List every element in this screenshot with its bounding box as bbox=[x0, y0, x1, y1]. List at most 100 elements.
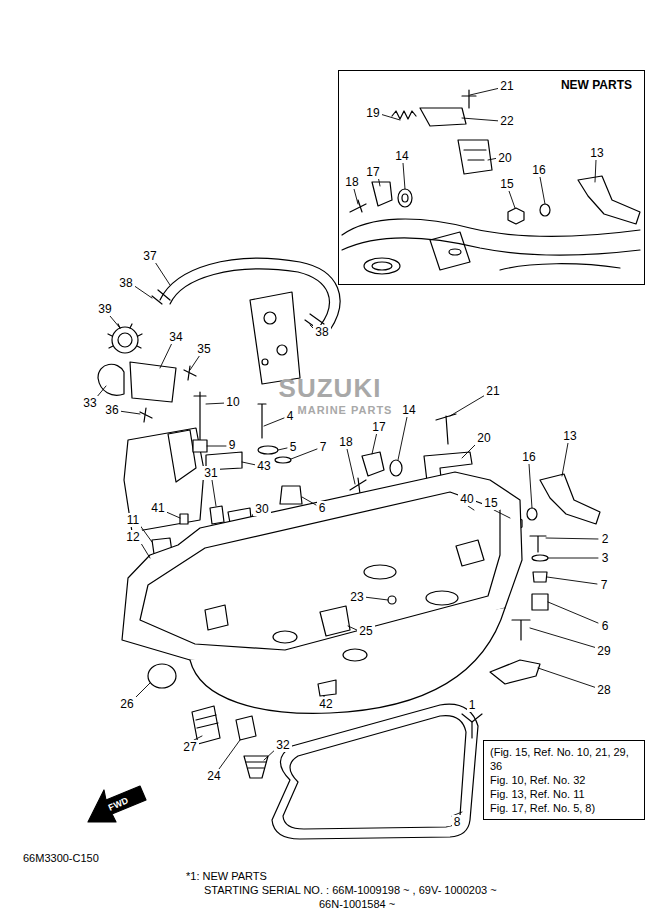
inset-parts bbox=[402, 194, 408, 202]
small-parts bbox=[527, 508, 537, 520]
callout-number: 40 bbox=[458, 492, 475, 506]
callout-number: 17 bbox=[364, 165, 381, 179]
bottom-cowling bbox=[205, 605, 228, 630]
leader-lines bbox=[96, 262, 598, 816]
callout-number: 23 bbox=[348, 590, 365, 604]
bottom-cowling bbox=[140, 492, 500, 650]
inset-tray bbox=[449, 249, 461, 255]
callout-number: 33 bbox=[81, 396, 98, 410]
inset-parts bbox=[398, 189, 412, 207]
inset-tray bbox=[342, 219, 640, 237]
bottom-cowling bbox=[426, 591, 458, 605]
small-parts bbox=[258, 404, 266, 438]
lever-block bbox=[168, 430, 196, 482]
fwd-arrow bbox=[88, 786, 146, 822]
small-parts bbox=[236, 716, 256, 740]
bottom-cowling bbox=[456, 540, 484, 566]
caption-note: *1: NEW PARTS bbox=[185, 869, 268, 883]
inset-parts bbox=[508, 208, 524, 224]
callout-number: 9 bbox=[227, 438, 238, 452]
caption-note: 66M3300-C150 bbox=[22, 851, 100, 865]
callout-number: 43 bbox=[255, 459, 272, 473]
small-parts bbox=[196, 715, 218, 728]
watermark: SUZUKI bbox=[279, 374, 382, 402]
callout-number: 17 bbox=[370, 420, 387, 434]
bottom-cowling bbox=[343, 649, 367, 661]
inset-parts bbox=[420, 108, 466, 126]
bottom-cowling bbox=[318, 680, 336, 696]
bottom-cowling bbox=[388, 596, 396, 604]
hose bbox=[170, 269, 329, 326]
inset-parts bbox=[578, 176, 640, 224]
callout-number: 16 bbox=[520, 450, 537, 464]
gasket bbox=[272, 704, 478, 839]
lever-block bbox=[194, 392, 206, 440]
callout-number: 14 bbox=[400, 403, 417, 417]
inset-tray bbox=[372, 262, 392, 270]
callout-number: 35 bbox=[195, 342, 212, 356]
callout-bracket bbox=[462, 714, 482, 738]
bracket bbox=[250, 292, 300, 384]
callout-number: 2 bbox=[600, 532, 611, 546]
callout-number: 12 bbox=[124, 530, 141, 544]
inset-panel: NEW PARTS bbox=[338, 70, 645, 285]
reference-box: (Fig. 15, Ref. No. 10, 21, 29, 36Fig. 10… bbox=[483, 740, 645, 820]
gasket bbox=[272, 704, 478, 839]
inset-parts bbox=[458, 140, 492, 174]
small-parts bbox=[532, 594, 548, 610]
callout-number: 22 bbox=[498, 114, 515, 128]
callout-number: 34 bbox=[167, 330, 184, 344]
callout-number: 29 bbox=[595, 644, 612, 658]
callout-number: 6 bbox=[317, 501, 328, 515]
small-parts bbox=[533, 572, 547, 582]
bottom-cowling bbox=[364, 565, 396, 579]
caption-note: STARTING SERIAL NO. : 66M-1009198 ~ , 69… bbox=[203, 883, 498, 897]
gear-knob bbox=[118, 333, 132, 347]
callout-number: 20 bbox=[475, 431, 492, 445]
callout-number: 41 bbox=[149, 501, 166, 515]
small-parts bbox=[390, 460, 402, 476]
callout-number: 18 bbox=[343, 175, 360, 189]
callout-number: 38 bbox=[117, 276, 134, 290]
small-parts bbox=[490, 660, 540, 684]
callout-number: 11 bbox=[125, 513, 141, 527]
small-parts bbox=[148, 664, 176, 688]
callout-number: 32 bbox=[274, 738, 291, 752]
inset-parts bbox=[540, 204, 550, 216]
callout-number: 10 bbox=[224, 395, 241, 409]
hose bbox=[152, 258, 340, 330]
small-parts bbox=[180, 514, 188, 524]
small-parts bbox=[532, 555, 548, 561]
node-text: (Fig. 15, Ref. No. 10, 21, 29, 36 bbox=[490, 745, 638, 773]
watermark: MARINE PARTS bbox=[298, 403, 393, 417]
small-parts bbox=[540, 474, 600, 524]
node-text: NEW PARTS bbox=[559, 78, 634, 92]
callout-number: 26 bbox=[118, 697, 135, 711]
small-parts bbox=[512, 620, 530, 640]
callout-number: 38 bbox=[313, 325, 330, 339]
inset-tray bbox=[430, 232, 470, 270]
hose bbox=[160, 258, 340, 330]
callout-number: 13 bbox=[588, 146, 605, 160]
hose bbox=[152, 290, 170, 304]
inset-tray bbox=[364, 258, 400, 274]
callout-number: 6 bbox=[600, 619, 611, 633]
callout-number: 1 bbox=[467, 698, 478, 712]
lever-block bbox=[124, 392, 207, 532]
gear-knob bbox=[130, 362, 176, 402]
leader-lines bbox=[354, 88, 596, 208]
gear-knob bbox=[184, 366, 196, 380]
callout-number: 21 bbox=[498, 79, 515, 93]
callout-number: 21 bbox=[484, 384, 501, 398]
callout-number: 39 bbox=[96, 302, 113, 316]
callout-number: 14 bbox=[393, 149, 410, 163]
lever-block bbox=[193, 440, 207, 452]
small-parts bbox=[210, 506, 224, 524]
direction-label: FWD bbox=[106, 793, 130, 814]
small-parts bbox=[192, 706, 220, 744]
callout-number: 4 bbox=[285, 409, 296, 423]
bottom-cowling bbox=[320, 606, 350, 636]
callout-number: 15 bbox=[482, 496, 499, 510]
callout-number: 7 bbox=[318, 440, 329, 454]
node-text: Fig. 13, Ref. No. 11 bbox=[490, 787, 638, 801]
